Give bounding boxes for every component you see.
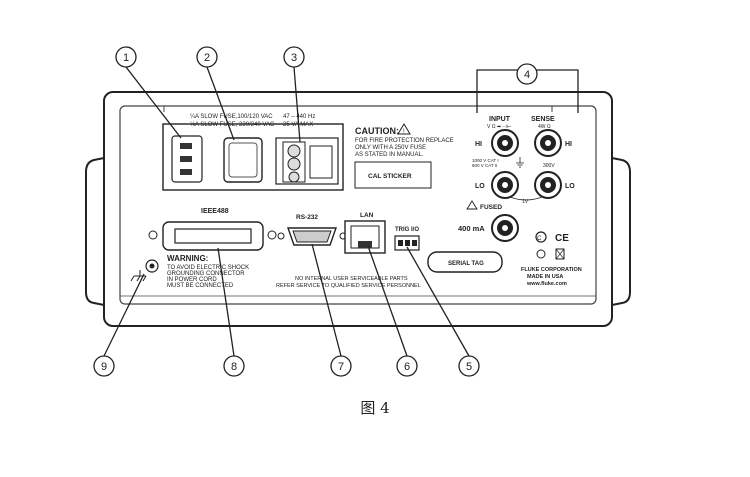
fuse-rating-2: ⅛A SLOW FUSE, 220/240 VAC (190, 122, 275, 128)
fused-warning-icon (466, 200, 478, 210)
chassis-inner (119, 105, 597, 305)
caution-line-2: ONLY WITH A 250V FUSE (355, 145, 426, 151)
callout-5: 5 (458, 355, 480, 377)
voltage-1v: 1V (522, 199, 529, 205)
caution-block: CAUTION: ! FOR FIRE PROTECTION REPLACE O… (354, 123, 454, 189)
input-lo-label: LO (475, 183, 485, 190)
weee-mark-icon (555, 248, 565, 260)
sense-lo-label: LO (565, 183, 575, 190)
trig-io-port: TRIG I/O (394, 227, 420, 251)
svg-text:5: 5 (466, 361, 472, 373)
input-label: INPUT (489, 116, 511, 123)
svg-text:!: ! (403, 129, 405, 135)
caution-title: CAUTION: (355, 126, 399, 136)
svg-text:6: 6 (404, 361, 410, 373)
frequency-rating: 47 – 440 Hz (283, 114, 315, 120)
voltage-300v: 300V (543, 163, 555, 169)
svg-text:4: 4 (524, 69, 530, 81)
certification-marks: C CE (535, 231, 569, 260)
sense-hi-label: HI (565, 141, 572, 148)
warning-line-2: GROUNDING CONNECTOR (167, 271, 245, 277)
trig-io-label: TRIG I/O (395, 227, 419, 233)
lan-port: LAN (344, 212, 386, 254)
svg-text:C: C (537, 236, 542, 242)
serial-tag-label: SERIAL TAG (448, 261, 484, 267)
chassis-ground-icon (130, 270, 147, 282)
svg-text:8: 8 (231, 361, 237, 373)
svg-text:9: 9 (101, 361, 107, 373)
callout-4: 4 (516, 63, 538, 85)
input-terminals: INPUT V Ω ➡ ⊣⊢ SENSE 4W Ω HI HI 1000 V C… (458, 116, 575, 242)
figure-caption: 图 4 (360, 399, 390, 417)
callout-2: 2 (196, 46, 218, 68)
leader-lines (103, 66, 579, 357)
serial-tag-area: SERIAL TAG (427, 251, 503, 273)
service-line-2: REFER SERVICE TO QUALIFIED SERVICE PERSO… (276, 283, 421, 289)
cal-sticker-area (354, 161, 432, 189)
left-handle (85, 157, 105, 306)
sense-label: SENSE (531, 116, 555, 123)
callout-6: 6 (396, 355, 418, 377)
warning-triangle-icon (397, 123, 411, 135)
svg-text:2: 2 (204, 52, 210, 64)
cat-rating-1: 1000 V CAT I (472, 158, 499, 163)
warning-title: WARNING: (167, 254, 208, 263)
sense-hi-jack (534, 129, 562, 157)
callout-8: 8 (223, 355, 245, 377)
csa-mark-icon (535, 231, 547, 243)
callout-7: 7 (330, 355, 352, 377)
current-jack (491, 214, 519, 242)
fused-label: FUSED (480, 204, 502, 211)
caution-line-1: FOR FIRE PROTECTION REPLACE (355, 138, 454, 144)
input-hi-label: HI (475, 141, 482, 148)
cal-sticker-label: CAL STICKER (368, 173, 412, 180)
svg-text:3: 3 (291, 52, 297, 64)
ground-symbol-icon (516, 157, 524, 168)
warning-line-3: IN POWER CORD (167, 277, 217, 283)
input-symbols: V Ω ➡ ⊣⊢ (487, 123, 511, 130)
fuse-rating-1: ¼A SLOW FUSE,100/120 VAC (190, 114, 273, 120)
maker-origin: MADE IN USA (527, 274, 563, 280)
power-entry-module: ¼A SLOW FUSE,100/120 VAC ⅛A SLOW FUSE, 2… (162, 114, 344, 191)
sense-sublabel: 4W Ω (538, 124, 551, 130)
rs232-label: RS-232 (296, 214, 318, 221)
callout-9: 9 (93, 355, 115, 377)
sense-lo-jack (534, 171, 562, 199)
current-rating: 400 mA (458, 224, 485, 233)
cat-rating-2: 600 V CAT II (472, 163, 497, 168)
svg-text:1: 1 (123, 52, 129, 64)
warning-line-1: TO AVOID ELECTRIC SHOCK (167, 265, 249, 271)
right-handle (611, 157, 631, 306)
callout-3: 3 (283, 46, 305, 68)
lan-label: LAN (360, 212, 374, 219)
input-hi-jack (491, 129, 519, 157)
input-lo-jack (491, 171, 519, 199)
svg-text:7: 7 (338, 361, 344, 373)
callout-1: 1 (115, 46, 137, 68)
ieee488-port: IEEE488 (148, 208, 277, 251)
recycle-mark-icon (536, 249, 546, 259)
ieee488-label: IEEE488 (201, 208, 229, 215)
rs232-port: RS-232 (277, 214, 347, 246)
ground-terminal (130, 259, 159, 282)
voltage-selector (275, 137, 339, 185)
caution-line-3: AS STATED IN MANUAL. (355, 152, 424, 158)
service-line-1: NO INTERNAL USER SERVICEABLE PARTS (295, 276, 408, 282)
maker-url: www.fluke.com (526, 281, 567, 287)
warning-line-4: MUST BE CONNECTED (167, 283, 234, 289)
ce-mark-icon: CE (555, 233, 569, 244)
fuse-drawer (223, 137, 263, 183)
maker-name: FLUKE CORPORATION (521, 267, 582, 273)
